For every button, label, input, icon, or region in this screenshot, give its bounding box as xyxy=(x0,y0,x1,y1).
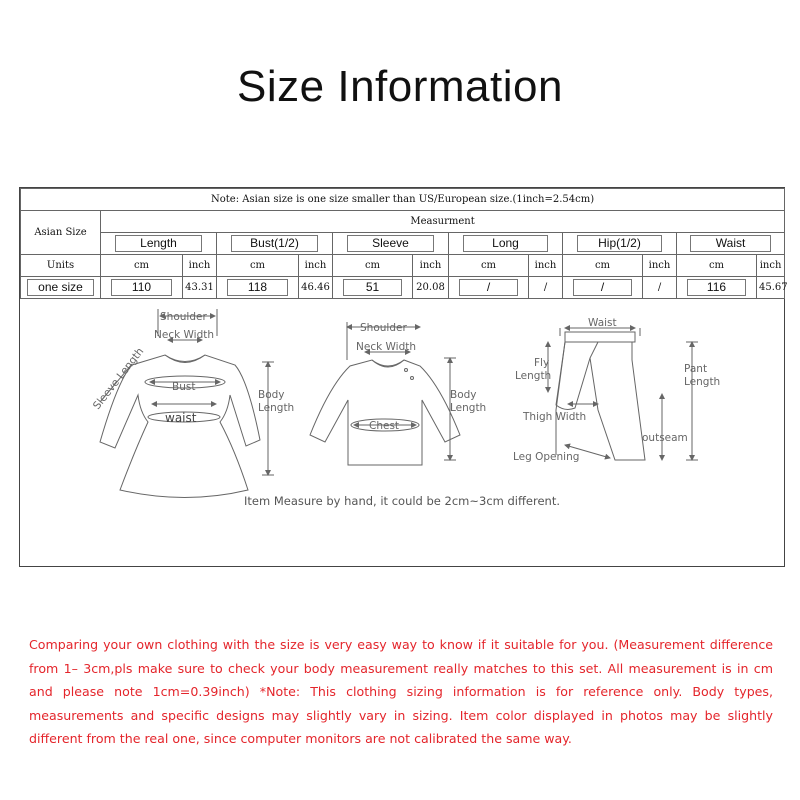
disclaimer-text: Comparing your own clothing with the siz… xyxy=(29,637,773,746)
value-sleeve-inch: 20.08 xyxy=(412,276,449,299)
pants-pant-length-label: Pant xyxy=(684,363,707,375)
pants-fly-length-label-2: Length xyxy=(515,370,551,382)
column-label-sleeve: Sleeve xyxy=(347,235,434,252)
pants-diagram xyxy=(545,325,698,461)
column-label-long: Long xyxy=(462,235,548,252)
unit-cell: inch xyxy=(412,254,449,277)
column-header: Length xyxy=(100,232,217,255)
unit-cell: inch xyxy=(528,254,563,277)
size-table: Note: Asian size is one size smaller tha… xyxy=(19,188,788,299)
value-bust-cm: 118 xyxy=(227,279,288,296)
unit-cell: inch xyxy=(755,254,786,277)
value-hip-cm: / xyxy=(573,279,632,296)
pants-leg-opening-label: Leg Opening xyxy=(513,451,579,463)
shirt-diagram xyxy=(309,322,461,466)
pants-outseam-label: outseam xyxy=(642,432,688,444)
diagram-canvas: Shoulder Neck Width Sleeve Length Bust w… xyxy=(91,309,720,498)
value-cell: / xyxy=(448,276,529,299)
column-label-hip: Hip(1/2) xyxy=(576,235,662,252)
dress-waist-label: waist xyxy=(165,411,197,425)
value-length-cm: 110 xyxy=(111,279,172,296)
measurement-header: Measurment xyxy=(99,210,786,233)
page-title: Size Information xyxy=(237,62,563,111)
measurement-diagrams: Shoulder Neck Width Sleeve Length Bust w… xyxy=(20,300,784,566)
pants-pant-length-label-2: Length xyxy=(684,376,720,388)
table-note: Note: Asian size is one size smaller tha… xyxy=(19,188,786,211)
value-cell: 110 xyxy=(100,276,183,299)
size-cell: one size xyxy=(20,276,101,299)
value-waist-cm: 116 xyxy=(687,279,746,296)
shirt-body-length-label-2: Length xyxy=(450,402,486,414)
value-cell: / xyxy=(562,276,643,299)
column-header: Hip(1/2) xyxy=(562,232,677,255)
dress-body-length-label-2: Length xyxy=(258,402,294,414)
value-cell: 118 xyxy=(216,276,299,299)
dress-body-length-label: Body xyxy=(258,389,285,401)
dress-neck-width-label: Neck Width xyxy=(154,329,214,341)
column-header: Long xyxy=(448,232,563,255)
units-label: Units xyxy=(20,254,101,277)
unit-cell: cm xyxy=(332,254,413,277)
pants-thigh-width-label: Thigh Width xyxy=(522,411,586,423)
shirt-body-length-label: Body xyxy=(450,389,477,401)
column-header: Waist xyxy=(675,232,786,255)
column-header: Bust(1/2) xyxy=(216,232,333,255)
table-row: one size 110 43.31 118 46.46 51 20.08 / … xyxy=(20,276,788,299)
pants-fly-length-label: Fly xyxy=(534,357,549,369)
shirt-neck-width-label: Neck Width xyxy=(356,341,416,353)
unit-cell: cm xyxy=(216,254,299,277)
dress-bust-label: Bust xyxy=(172,381,195,393)
value-hip-inch: / xyxy=(642,276,677,299)
pants-waist-label: Waist xyxy=(588,317,617,329)
units-row: Units cm inch cm inch cm inch cm inch cm… xyxy=(20,254,786,277)
value-sleeve-cm: 51 xyxy=(343,279,402,296)
value-length-inch: 43.31 xyxy=(182,276,217,299)
column-label-bust: Bust(1/2) xyxy=(231,235,318,252)
size-value: one size xyxy=(26,279,95,296)
column-header-row: Length Bust(1/2) Sleeve Long Hip(1/2) Wa… xyxy=(21,232,786,255)
dress-sleeve-length-label: Sleeve Length xyxy=(91,346,146,412)
column-label-length: Length xyxy=(115,235,202,252)
unit-cell: cm xyxy=(676,254,757,277)
measure-note: Item Measure by hand, it could be 2cm~3c… xyxy=(243,494,561,508)
unit-cell: cm xyxy=(562,254,643,277)
column-label-waist: Waist xyxy=(690,235,771,252)
value-cell: 116 xyxy=(676,276,757,299)
unit-cell: inch xyxy=(298,254,333,277)
value-waist-inch: 45.67 xyxy=(755,276,788,299)
unit-cell: cm xyxy=(448,254,529,277)
value-cell: 51 xyxy=(332,276,413,299)
unit-cell: inch xyxy=(642,254,677,277)
shirt-shoulder-label: Shoulder xyxy=(360,322,407,334)
unit-cell: cm xyxy=(100,254,183,277)
value-long-cm: / xyxy=(459,279,518,296)
asian-size-header: Asian Size xyxy=(20,210,101,255)
size-chart: Note: Asian size is one size smaller tha… xyxy=(19,187,788,567)
value-bust-inch: 46.46 xyxy=(298,276,333,299)
dress-shoulder-label: Shoulder xyxy=(160,311,207,323)
column-header: Sleeve xyxy=(332,232,449,255)
value-long-inch: / xyxy=(528,276,563,299)
unit-cell: inch xyxy=(182,254,217,277)
dress-diagram xyxy=(99,309,274,498)
shirt-chest-label: Chest xyxy=(369,420,399,432)
